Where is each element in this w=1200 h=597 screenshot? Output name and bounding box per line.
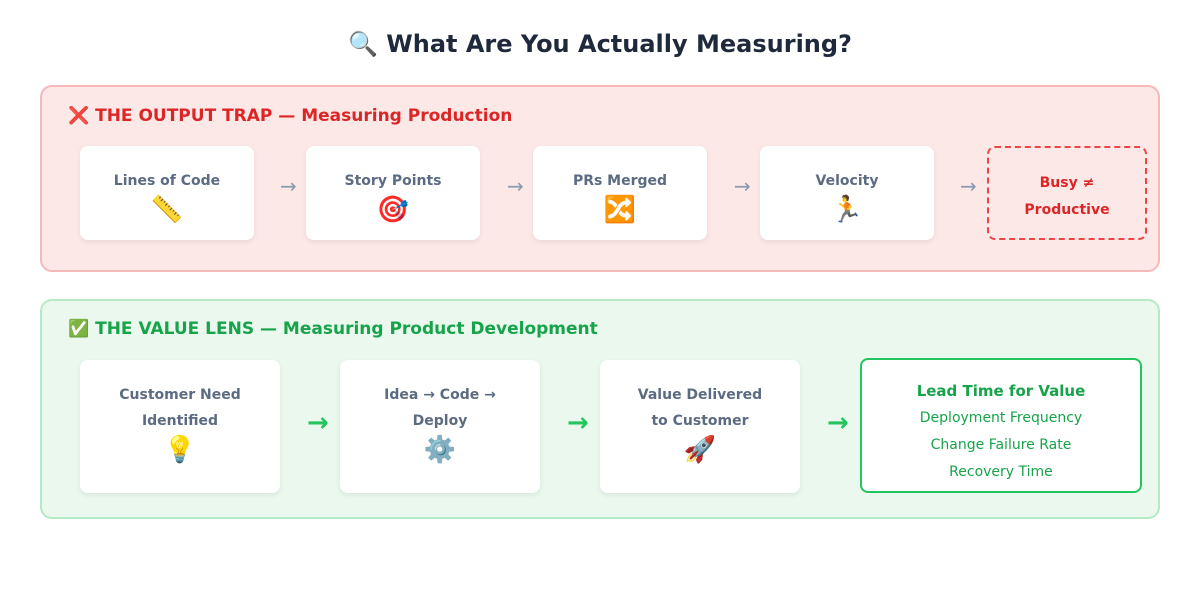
lightbulb-icon: 💡 xyxy=(163,435,197,465)
metrics-box: Lead Time for Value Deployment Frequency… xyxy=(860,358,1142,493)
busy-not-productive-box: Busy ≠ Productive xyxy=(987,146,1147,240)
line: to Customer xyxy=(651,413,749,429)
page-title: 🔍 What Are You Actually Measuring? xyxy=(0,30,1200,58)
rocket-icon: 🚀 xyxy=(683,435,717,465)
card-label: Lines of Code xyxy=(113,173,221,189)
arrow-icon: → xyxy=(734,174,751,198)
line: Idea → Code → xyxy=(384,387,496,403)
shuffle-icon: 🔀 xyxy=(603,195,637,225)
title-text: What Are You Actually Measuring? xyxy=(386,30,852,58)
ruler-icon: 📏 xyxy=(150,195,184,225)
card-label: Story Points xyxy=(344,173,442,189)
metric-item: Recovery Time xyxy=(949,464,1053,480)
output-trap-heading: ❌ THE OUTPUT TRAP — Measuring Production xyxy=(68,106,512,126)
runner-icon: 🏃 xyxy=(830,195,864,225)
card-value-delivered: Value Delivered to Customer 🚀 xyxy=(600,360,800,493)
line: Deploy xyxy=(412,413,468,429)
arrow-icon: → xyxy=(567,408,589,438)
card-velocity: Velocity 🏃 xyxy=(760,146,934,240)
heading-text: THE OUTPUT TRAP — Measuring Production xyxy=(95,106,513,126)
conclusion-line: Busy ≠ xyxy=(1039,175,1095,191)
conclusion-line: Productive xyxy=(1024,202,1110,218)
check-icon: ✅ xyxy=(68,319,90,339)
metric-item: Deployment Frequency xyxy=(919,410,1083,426)
card-label: Idea → Code → Deploy xyxy=(340,382,540,434)
arrow-icon: → xyxy=(827,408,849,438)
metric-primary: Lead Time for Value xyxy=(916,382,1086,400)
heading-text: THE VALUE LENS — Measuring Product Devel… xyxy=(95,319,598,339)
cross-icon: ❌ xyxy=(68,106,90,126)
line: Customer Need xyxy=(119,387,241,403)
value-lens-panel: ✅ THE VALUE LENS — Measuring Product Dev… xyxy=(40,299,1160,519)
card-idea-code-deploy: Idea → Code → Deploy ⚙️ xyxy=(340,360,540,493)
target-icon: 🎯 xyxy=(376,195,410,225)
arrow-icon: → xyxy=(507,174,524,198)
magnifier-icon: 🔍 xyxy=(348,30,378,58)
line: Identified xyxy=(141,413,219,429)
arrow-icon: → xyxy=(307,408,329,438)
output-trap-panel: ❌ THE OUTPUT TRAP — Measuring Production… xyxy=(40,85,1160,272)
card-lines-of-code: Lines of Code 📏 xyxy=(80,146,254,240)
arrow-icon: → xyxy=(960,174,977,198)
card-story-points: Story Points 🎯 xyxy=(306,146,480,240)
line: Value Delivered xyxy=(637,387,763,403)
card-label: Value Delivered to Customer xyxy=(600,382,800,434)
arrow-icon: → xyxy=(280,174,297,198)
gear-icon: ⚙️ xyxy=(423,435,457,465)
card-prs-merged: PRs Merged 🔀 xyxy=(533,146,707,240)
value-lens-heading: ✅ THE VALUE LENS — Measuring Product Dev… xyxy=(68,319,598,339)
card-label: Velocity xyxy=(815,173,879,189)
metric-item: Change Failure Rate xyxy=(930,437,1072,453)
card-label: PRs Merged xyxy=(572,173,668,189)
